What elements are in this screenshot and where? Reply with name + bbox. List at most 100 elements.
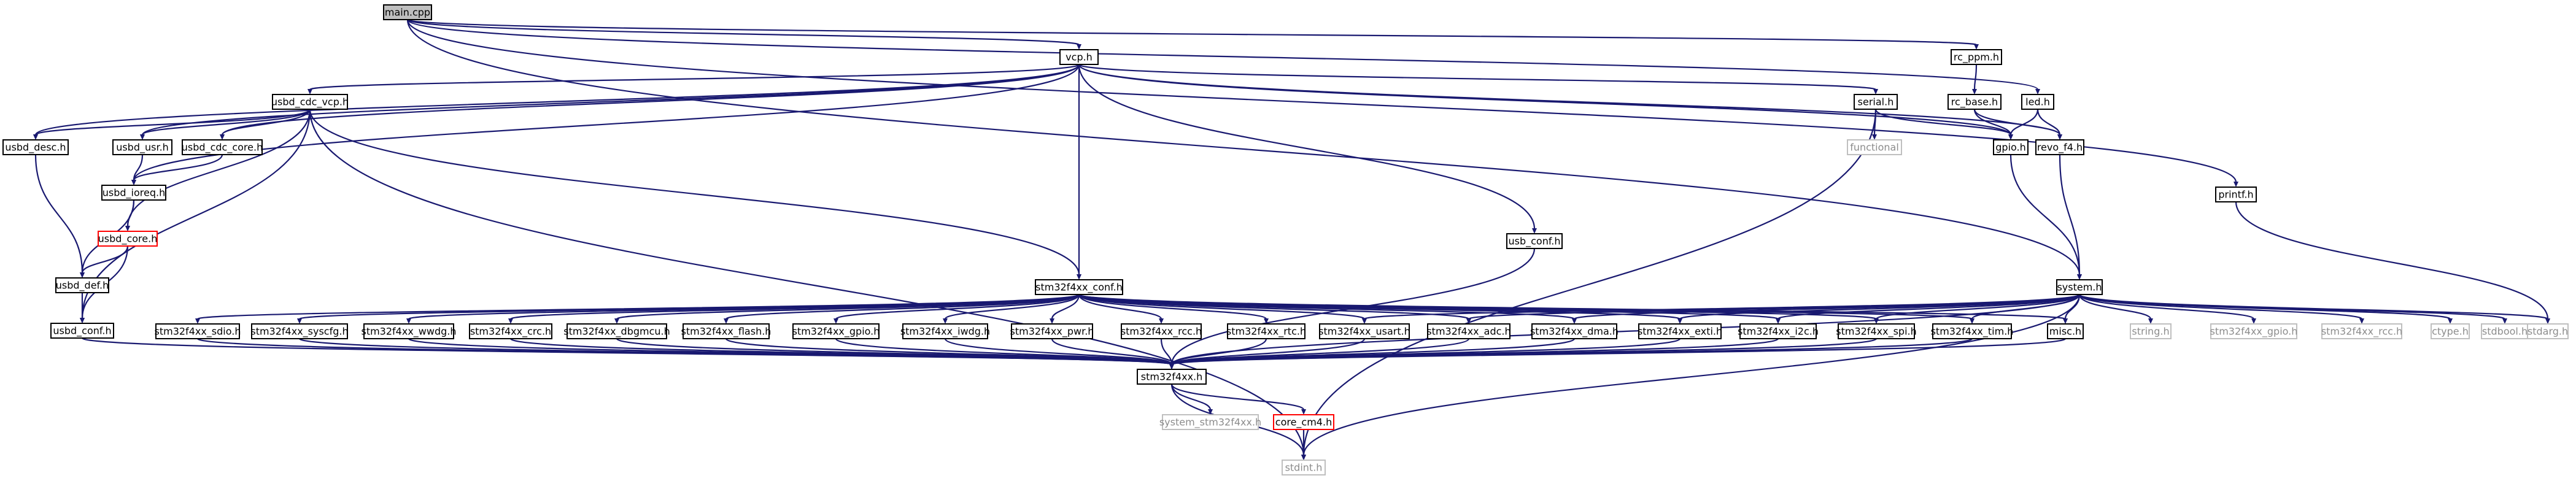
node-label: stm32f4xx.h	[1141, 371, 1203, 383]
node-stm32f4xx-pwr-h[interactable]: stm32f4xx_pwr.h	[1010, 323, 1094, 339]
node-box	[2130, 323, 2172, 339]
node-label: rc_base.h	[1951, 96, 1998, 109]
node-box	[101, 185, 166, 201]
node-serial-h[interactable]: serial.h	[1854, 94, 1898, 110]
node-stm32f4xx-syscfg-h[interactable]: stm32f4xx_syscfg.h	[250, 323, 349, 339]
node-rc-ppm-h[interactable]: rc_ppm.h	[1951, 49, 2002, 65]
edge-main_cpp-to-printf_h	[406, 19, 2237, 183]
node-gpio-h[interactable]: gpio.h	[1993, 139, 2029, 155]
node-misc-h[interactable]: misc.h	[2047, 323, 2084, 339]
arrowhead-stm32f4xx_wwdg_h	[406, 318, 411, 324]
node-usbd-ioreq-h[interactable]: usbd_ioreq.h	[101, 185, 166, 201]
node-stdbool-h[interactable]: stdbool.h	[2481, 323, 2529, 339]
node-stm32f4xx-exti-h[interactable]: stm32f4xx_exti.h	[1638, 323, 1722, 339]
edge-stm32f4xx_gpio_h-to-stm32f4xx_h	[835, 337, 1173, 366]
node-string-h[interactable]: string.h	[2130, 323, 2172, 339]
node-box	[1227, 323, 1305, 339]
node-usbd-cdc-core-h[interactable]: usbd_cdc_core.h	[182, 139, 263, 155]
node-label: stm32f4xx_dbgmcu.h	[563, 326, 670, 338]
node-stdarg-h[interactable]: stdarg.h	[2527, 323, 2569, 339]
node-box	[2035, 139, 2084, 155]
node-stm32f4xx-flash-h[interactable]: stm32f4xx_flash.h	[681, 323, 772, 339]
edge-stm32f4xx_conf_h-to-stm32f4xx_dbgmcu_h	[616, 293, 1080, 320]
edge-usbd_desc_h-to-usbd_def_h	[34, 154, 83, 274]
edge-usbd_cdc_vcp_h-to-usbd_usr_h	[141, 109, 311, 136]
node-label: stm32f4xx_adc.h	[1426, 326, 1510, 338]
arrowhead-vcp_h	[1077, 44, 1081, 50]
arrowhead-led_h	[2035, 89, 2040, 94]
node-label: usbd_core.h	[98, 233, 158, 245]
node-stm32f4xx-dma-h[interactable]: stm32f4xx_dma.h	[1530, 323, 1619, 339]
node-stm32f4xx-crc-h[interactable]: stm32f4xx_crc.h	[469, 323, 552, 339]
node-label: usbd_cdc_core.h	[182, 142, 263, 154]
edge-system_h-to-stdint_h	[1302, 294, 2081, 456]
node-box	[1932, 323, 2012, 339]
node-led-h[interactable]: led.h	[2021, 94, 2054, 110]
arrowhead-printf_h	[2234, 182, 2238, 187]
edge-led_h-to-revo_f4_h	[2036, 109, 2061, 136]
arrowhead-string_h	[2148, 318, 2153, 324]
node-ctype-h[interactable]: ctype.h	[2431, 323, 2470, 339]
node-stm32f4xx-spi-h[interactable]: stm32f4xx_spi.h	[1836, 323, 1917, 339]
node-stm32f4xx-conf-h[interactable]: stm32f4xx_conf.h	[1035, 279, 1123, 295]
node-label: functional	[1850, 142, 1899, 153]
node-label: led.h	[2025, 96, 2050, 108]
node-stm32f4xx-usart-h[interactable]: stm32f4xx_usart.h	[1318, 323, 1410, 339]
node-box	[1854, 94, 1898, 110]
arrowhead-usbd_core_h	[125, 226, 130, 231]
node-label: usbd_def.h	[56, 280, 109, 292]
arrowhead-revo_f4_h	[2057, 134, 2062, 140]
node-stm32f4xx-gpio-h[interactable]: stm32f4xx_gpio.h	[792, 323, 880, 339]
node-stm32f4xx-sdio-h[interactable]: stm32f4xx_sdio.h	[155, 323, 241, 339]
arrowhead-stm32f4xx_dbgmcu_h	[614, 318, 619, 324]
node-usb-conf-h[interactable]: usb_conf.h	[1506, 233, 1563, 249]
node-stm32f4xx-iwdg-h[interactable]: stm32f4xx_iwdg.h	[900, 323, 990, 339]
node-functional[interactable]: functional	[1847, 139, 1902, 155]
edge-system_h-to-stm32f4xx_i2c_h	[1777, 293, 2081, 320]
edge-vcp_h-to-usbd_cdc_vcp_h	[309, 63, 1080, 91]
arrowhead-stm32f4xx_adc_h	[1466, 318, 1471, 324]
node-stm32f4xx-wwdg-h[interactable]: stm32f4xx_wwdg.h	[361, 323, 457, 339]
node-stm32f4xx-i2c-h[interactable]: stm32f4xx_i2c.h	[1738, 323, 1819, 339]
arrowhead-rc_ppm_h	[1974, 44, 1979, 50]
node-usbd-cdc-vcp-h[interactable]: usbd_cdc_vcp.h	[271, 94, 349, 110]
node-rc-base-h[interactable]: rc_base.h	[1947, 94, 2002, 110]
node-stm32f4xx-rcc-h-2[interactable]: stm32f4xx_rcc.h	[2321, 323, 2402, 339]
node-usbd-conf-h[interactable]: usbd_conf.h	[50, 323, 114, 339]
dependency-edges	[33, 18, 2550, 460]
arrowhead-gpio_h	[2008, 134, 2013, 140]
node-system-h[interactable]: system.h	[2056, 279, 2103, 295]
node-box	[1011, 323, 1093, 339]
node-stm32f4xx-adc-h[interactable]: stm32f4xx_adc.h	[1426, 323, 1511, 339]
edge-system_h-to-stm32f4xx_rcc_h_2	[2078, 293, 2363, 320]
edge-stm32f4xx_rcc_h-to-stm32f4xx_h	[1160, 338, 1173, 365]
node-stm32f4xx-dbgmcu-h[interactable]: stm32f4xx_dbgmcu.h	[563, 323, 670, 339]
arrowhead-stm32f4xx_gpio_h_2	[2251, 318, 2256, 324]
node-revo-f4-h[interactable]: revo_f4.h	[2035, 139, 2084, 155]
node-core-cm4-h[interactable]: core_cm4.h	[1273, 414, 1334, 430]
edge-usbd_core_h-to-usbd_def_h	[81, 245, 129, 274]
edge-gpio_h-to-system_h	[2009, 154, 2081, 275]
node-stm32f4xx-rtc-h[interactable]: stm32f4xx_rtc.h	[1226, 323, 1306, 339]
node-stm32f4xx-tim-h[interactable]: stm32f4xx_tim.h	[1931, 323, 2014, 339]
node-main-cpp[interactable]: main.cpp	[383, 4, 432, 20]
node-usbd-desc-h[interactable]: usbd_desc.h	[2, 139, 69, 155]
node-stm32f4xx-rcc-h[interactable]: stm32f4xx_rcc.h	[1121, 323, 1202, 339]
node-usbd-def-h[interactable]: usbd_def.h	[55, 277, 109, 293]
node-box	[2210, 323, 2297, 339]
node-label: stm32f4xx_exti.h	[1638, 326, 1722, 338]
node-label: ctype.h	[2432, 326, 2469, 337]
node-system-stm32f4xx-h[interactable]: system_stm32f4xx.h	[1159, 414, 1261, 430]
node-stdint-h[interactable]: stdint.h	[1282, 460, 1326, 475]
arrowhead-stm32f4xx_rcc_h_2	[2359, 318, 2364, 324]
edge-stm32f4xx_conf_h-to-stm32f4xx_pwr_h	[1051, 294, 1080, 320]
node-usbd-core-h[interactable]: usbd_core.h	[98, 231, 158, 247]
node-printf-h[interactable]: printf.h	[2215, 187, 2257, 202]
node-stm32f4xx-gpio-h-2[interactable]: stm32f4xx_gpio.h	[2210, 323, 2298, 339]
node-stm32f4xx-h[interactable]: stm32f4xx.h	[1137, 369, 1207, 385]
node-box	[55, 277, 109, 293]
node-vcp-h[interactable]: vcp.h	[1059, 49, 1099, 65]
node-label: string.h	[2132, 326, 2169, 337]
node-usbd-usr-h[interactable]: usbd_usr.h	[112, 139, 172, 155]
node-box	[1847, 139, 1902, 155]
